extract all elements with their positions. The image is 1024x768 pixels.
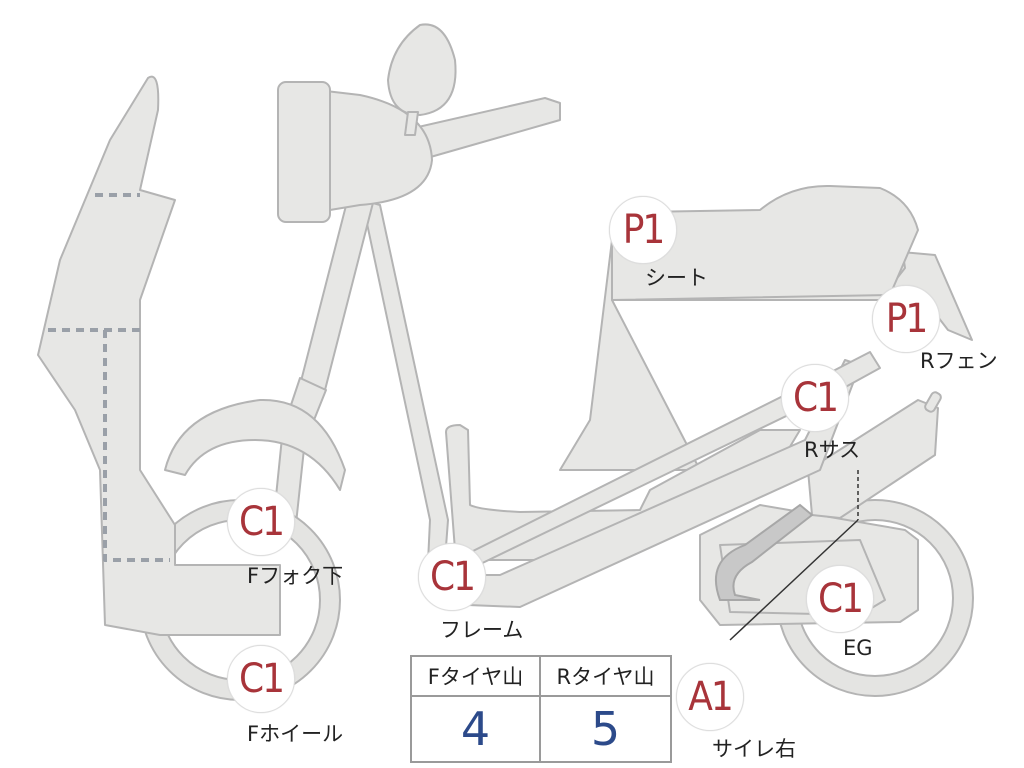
muffler-label: サイレ右 [712,737,796,761]
muffler-grade-badge[interactable]: A1 [676,663,744,731]
engine-grade-badge[interactable]: C1 [806,565,874,633]
front-tire-tread-value[interactable]: 4 [412,697,541,761]
front-wheel-grade: C1 [238,656,285,702]
front-wheel-grade-badge[interactable]: C1 [227,645,295,713]
leg-shield-seam [48,328,170,562]
mirror [387,23,457,116]
rear-suspension-grade: C1 [792,375,839,421]
rear-suspension-label: Rサス [804,438,861,462]
seat-grade-badge[interactable]: P1 [609,196,677,264]
front-fork-label: Fフォク下 [247,564,344,588]
engine-grade: C1 [817,576,864,622]
front-fender [164,398,346,491]
front-fork-grade-badge[interactable]: C1 [227,488,295,556]
leg-shield [37,75,281,636]
rear-fender-grade: P1 [885,296,929,342]
front-fork-grade: C1 [238,499,285,545]
rear-tire-tread-value[interactable]: 5 [590,702,621,756]
muffler [715,503,814,601]
seat-grade: P1 [622,207,666,253]
front-down-tube [361,199,449,563]
tire-tread-table: Fタイヤ山 Rタイヤ山 4 5 [410,655,672,763]
seat-label: シート [645,266,708,290]
muffler-grade: A1 [688,674,733,720]
front-wheel-label: Fホイール [247,722,344,746]
engine-label: EG [843,636,873,660]
leader-muffler [729,519,859,641]
frame-grade-badge[interactable]: C1 [418,543,486,611]
headlight-housing [299,87,433,216]
frame-grade: C1 [429,554,476,600]
rear-tire-tread-header: Rタイヤ山 [541,657,670,697]
rear-fender-label: Rフェン [920,349,998,373]
headlight [277,81,331,223]
shock-tip [924,391,942,413]
mirror-stem [404,111,419,136]
front-tire-tread-header: Fタイヤ山 [412,657,541,697]
rear-fender-grade-badge[interactable]: P1 [872,285,940,353]
frame-label: フレーム [440,618,524,642]
rear-suspension-grade-badge[interactable]: C1 [781,364,849,432]
